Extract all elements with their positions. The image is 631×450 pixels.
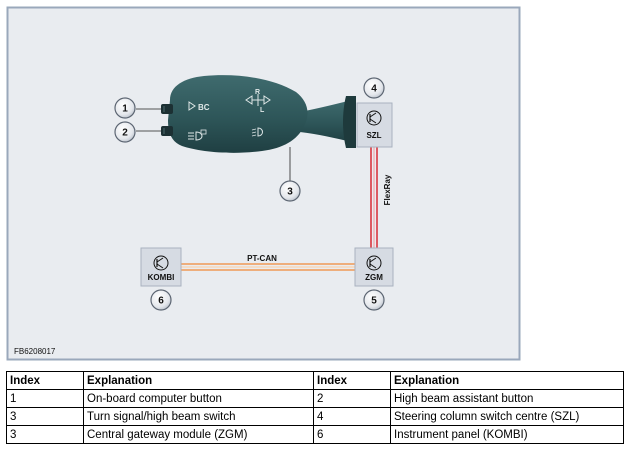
transistor-icon [366, 255, 382, 271]
legend-cell: Central gateway module (ZGM) [83, 425, 314, 444]
legend-cell: 3 [6, 425, 84, 444]
turn-signal-lever [161, 75, 356, 153]
turn-signal-icon: R L [245, 89, 271, 114]
legend-header-row: Index Explanation Index Explanation [6, 371, 624, 390]
transistor-icon [153, 255, 169, 271]
callout-6: 6 [150, 289, 172, 311]
legend-cell: 4 [313, 407, 391, 426]
legend-header-cell: Index [313, 371, 391, 390]
table-row: 3 Central gateway module (ZGM) 6 Instrum… [6, 425, 624, 444]
legend-cell: Turn signal/high beam switch [83, 407, 314, 426]
callout-2: 2 [114, 121, 136, 143]
legend-header-cell: Explanation [390, 371, 624, 390]
pt-can-label: PT-CAN [247, 254, 277, 263]
svg-text:4: 4 [371, 84, 377, 95]
legend-cell: High beam assistant button [390, 389, 624, 408]
transistor-icon [366, 110, 382, 126]
svg-text:1: 1 [122, 104, 128, 115]
svg-text:2: 2 [122, 128, 128, 139]
legend-cell: Instrument panel (KOMBI) [390, 425, 624, 444]
legend-cell: 1 [6, 389, 84, 408]
figure-id: FB6208017 [14, 347, 56, 356]
table-row: 3 Turn signal/high beam switch 4 Steerin… [6, 407, 624, 426]
high-beam-assistant-icon [188, 129, 207, 141]
callout-4: 4 [363, 77, 385, 99]
svg-text:5: 5 [371, 296, 377, 307]
high-beam-assistant-button [161, 126, 173, 136]
svg-text:KOMBI: KOMBI [148, 273, 175, 282]
szl-module: SZL [356, 102, 393, 148]
zgm-module: ZGM [354, 247, 394, 287]
legend-cell: Steering column switch centre (SZL) [390, 407, 624, 426]
svg-text:R: R [255, 89, 260, 96]
diagram-frame [6, 6, 521, 361]
legend-cell: On-board computer button [83, 389, 314, 408]
flexray-label: FlexRay [383, 174, 392, 205]
svg-text:L: L [260, 107, 265, 114]
table-row: 1 On-board computer button 2 High beam a… [6, 389, 624, 408]
callout-3: 3 [279, 180, 301, 202]
kombi-module: KOMBI [140, 247, 182, 287]
legend-cell: 2 [313, 389, 391, 408]
svg-text:6: 6 [158, 296, 164, 307]
onboard-computer-button [161, 104, 173, 114]
legend-cell: 3 [6, 407, 84, 426]
high-beam-icon [251, 127, 263, 137]
pt-can-bus-line [181, 263, 355, 271]
svg-text:BC: BC [198, 103, 210, 112]
svg-text:ZGM: ZGM [365, 273, 383, 282]
flexray-bus-line [370, 147, 378, 248]
legend-header-cell: Explanation [83, 371, 314, 390]
svg-text:SZL: SZL [366, 131, 381, 140]
svg-text:3: 3 [287, 187, 293, 198]
wiring-diagram: FlexRay PT-CAN BC R L [6, 6, 521, 361]
callout-leaders [136, 108, 291, 181]
callout-5: 5 [363, 289, 385, 311]
callout-1: 1 [114, 97, 136, 119]
legend-cell: 6 [313, 425, 391, 444]
legend-header-cell: Index [6, 371, 84, 390]
legend-table: Index Explanation Index Explanation 1 On… [6, 371, 624, 444]
bc-icon: BC [188, 101, 210, 112]
